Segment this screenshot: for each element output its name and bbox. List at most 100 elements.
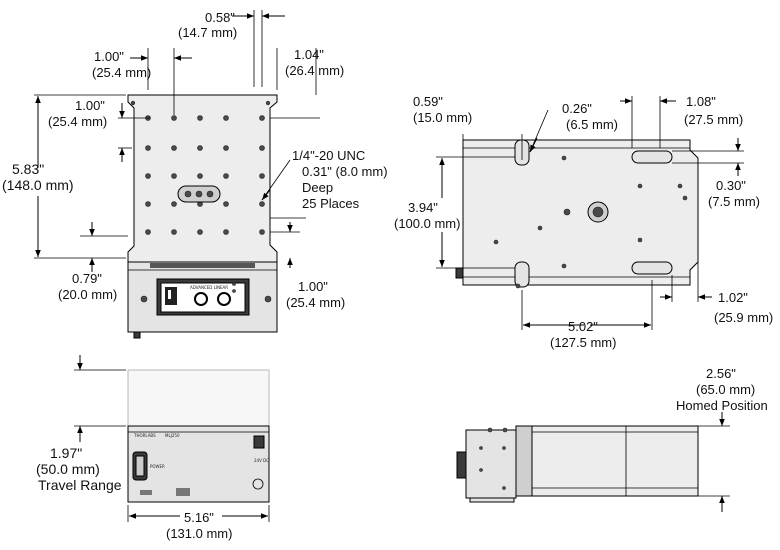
- bottom-hole: [637, 237, 643, 243]
- led-2: [232, 289, 236, 293]
- power-switch-rocker: [168, 290, 171, 299]
- dim-right-edge-mm: (25.9 mm): [714, 310, 773, 325]
- side-view: 2.56" (65.0 mm) Homed Position: [456, 366, 768, 512]
- dim-travel-mm: (50.0 mm): [36, 461, 100, 477]
- dim-height-in: 5.83": [12, 161, 44, 177]
- tap-note-depth: 0.31" (8.0 mm): [302, 164, 388, 179]
- tapped-hole: [259, 201, 265, 207]
- side-bracket: [515, 425, 533, 497]
- tapped-hole: [259, 115, 265, 121]
- dim-bottom-left-mm: (20.0 mm): [58, 287, 117, 302]
- side-controller-body: [465, 429, 517, 499]
- side-screw: [502, 446, 506, 450]
- dim-bottom-right-in: 1.00": [298, 279, 328, 294]
- front-brand: THORLABS: [133, 433, 156, 438]
- tapped-hole: [223, 229, 229, 235]
- dim-width-mm: (131.0 mm): [166, 526, 232, 541]
- dim-homed-in: 2.56": [706, 366, 736, 381]
- connector-stub: [133, 331, 141, 339]
- travel-ghost: [127, 369, 270, 427]
- dim-travel-in: 1.97": [50, 445, 82, 461]
- bottom-hole: [537, 225, 543, 231]
- dim-slot-pitch-in: 3.94": [408, 200, 438, 215]
- tapped-hole: [223, 115, 229, 121]
- bottom-hole: [561, 263, 567, 269]
- front-model: MLJ250: [165, 433, 180, 438]
- tapped-hole: [197, 173, 203, 179]
- power-jack: [253, 435, 265, 449]
- dim-left-x-mm: (25.4 mm): [92, 65, 151, 80]
- top-view: ADVANCED LINEAR 0.58" (14.7 mm) 1.00" (2…: [2, 10, 388, 339]
- dim-right-slot-mm: (27.5 mm): [684, 112, 743, 127]
- dim-left-slot-mm: (15.0 mm): [413, 110, 472, 125]
- side-screw: [479, 446, 483, 450]
- body-screw-left: [140, 295, 148, 303]
- front-port-label: POWER: [150, 464, 165, 469]
- tapped-hole: [259, 173, 265, 179]
- top-stage-plate: [127, 94, 278, 263]
- front-view: THORLABS MLJ250 POWER 24V DC 1.97" (50.0…: [36, 355, 270, 541]
- slot-bottom-right: [631, 261, 673, 275]
- bottom-hole: [515, 283, 521, 289]
- tap-note-count: 25 Places: [302, 196, 360, 211]
- tapped-hole: [171, 145, 177, 151]
- side-screw: [487, 427, 493, 433]
- side-stage-body: [531, 425, 699, 497]
- boss-screw: [563, 208, 571, 216]
- dim-height-mm: (148.0 mm): [2, 177, 74, 193]
- tapped-hole: [145, 173, 151, 179]
- dim-slot-width-mm: (6.5 mm): [566, 117, 618, 132]
- dim-homed-mm: (65.0 mm): [696, 382, 755, 397]
- panel-controls-label: ADVANCED LINEAR: [190, 285, 228, 290]
- tapped-hole: [223, 201, 229, 207]
- front-symbol: [252, 478, 264, 490]
- dim-left-slot-in: 0.59": [413, 94, 443, 109]
- bottom-hole: [677, 183, 683, 189]
- tapped-hole: [197, 115, 203, 121]
- bottom-hole: [682, 195, 688, 201]
- dim-travel-label: Travel Range: [38, 477, 122, 493]
- dim-homed-label: Homed Position: [676, 398, 768, 413]
- dim-right-x-mm: (26.4 mm): [285, 63, 344, 78]
- knob-left: [194, 292, 208, 306]
- tapped-hole: [259, 145, 265, 151]
- tapped-hole: [197, 229, 203, 235]
- tapped-hole-grid: [130, 100, 271, 235]
- dim-top-y-in: 1.00": [75, 98, 105, 113]
- front-ce-mark: [140, 490, 152, 495]
- dim-slot-height-in: 0.30": [716, 178, 746, 193]
- bottom-hole: [493, 239, 499, 245]
- slot-bottom-left: [514, 261, 530, 288]
- side-screw: [502, 427, 508, 433]
- slot-top-right: [631, 150, 673, 164]
- body-screw-right: [264, 295, 272, 303]
- center-hole-mid: [195, 190, 203, 198]
- side-screw: [479, 468, 483, 472]
- center-hole-right: [206, 190, 214, 198]
- tapped-hole: [171, 115, 177, 121]
- dim-top-y-mm: (25.4 mm): [48, 114, 107, 129]
- dim-slot-span-mm: (127.5 mm): [550, 335, 616, 350]
- tapped-hole: [171, 173, 177, 179]
- dim-slot-height-mm: (7.5 mm): [708, 194, 760, 209]
- front-voltage: 24V DC: [254, 458, 269, 463]
- tapped-hole: [171, 229, 177, 235]
- tap-note-deep: Deep: [302, 180, 333, 195]
- tapped-hole: [223, 173, 229, 179]
- front-body: [127, 425, 270, 503]
- dim-bottom-left-in: 0.79": [72, 271, 102, 286]
- tapped-hole: [171, 201, 177, 207]
- side-connector: [455, 267, 464, 279]
- dim-right-slot-in: 1.08": [686, 94, 716, 109]
- bottom-hole: [637, 183, 643, 189]
- knob-right: [217, 292, 231, 306]
- bottom-view: 0.59" (15.0 mm) 0.26" (6.5 mm) 1.08" (27…: [394, 94, 773, 350]
- controller-body: [127, 261, 278, 333]
- tapped-hole: [223, 145, 229, 151]
- top-label-strip: [150, 263, 255, 268]
- tapped-hole: [145, 229, 151, 235]
- dim-hole-x-mm: (14.7 mm): [178, 25, 237, 40]
- tapped-hole: [259, 229, 265, 235]
- tap-note-thread: 1/4"-20 UNC: [292, 148, 365, 163]
- alignment-hole: [130, 100, 136, 106]
